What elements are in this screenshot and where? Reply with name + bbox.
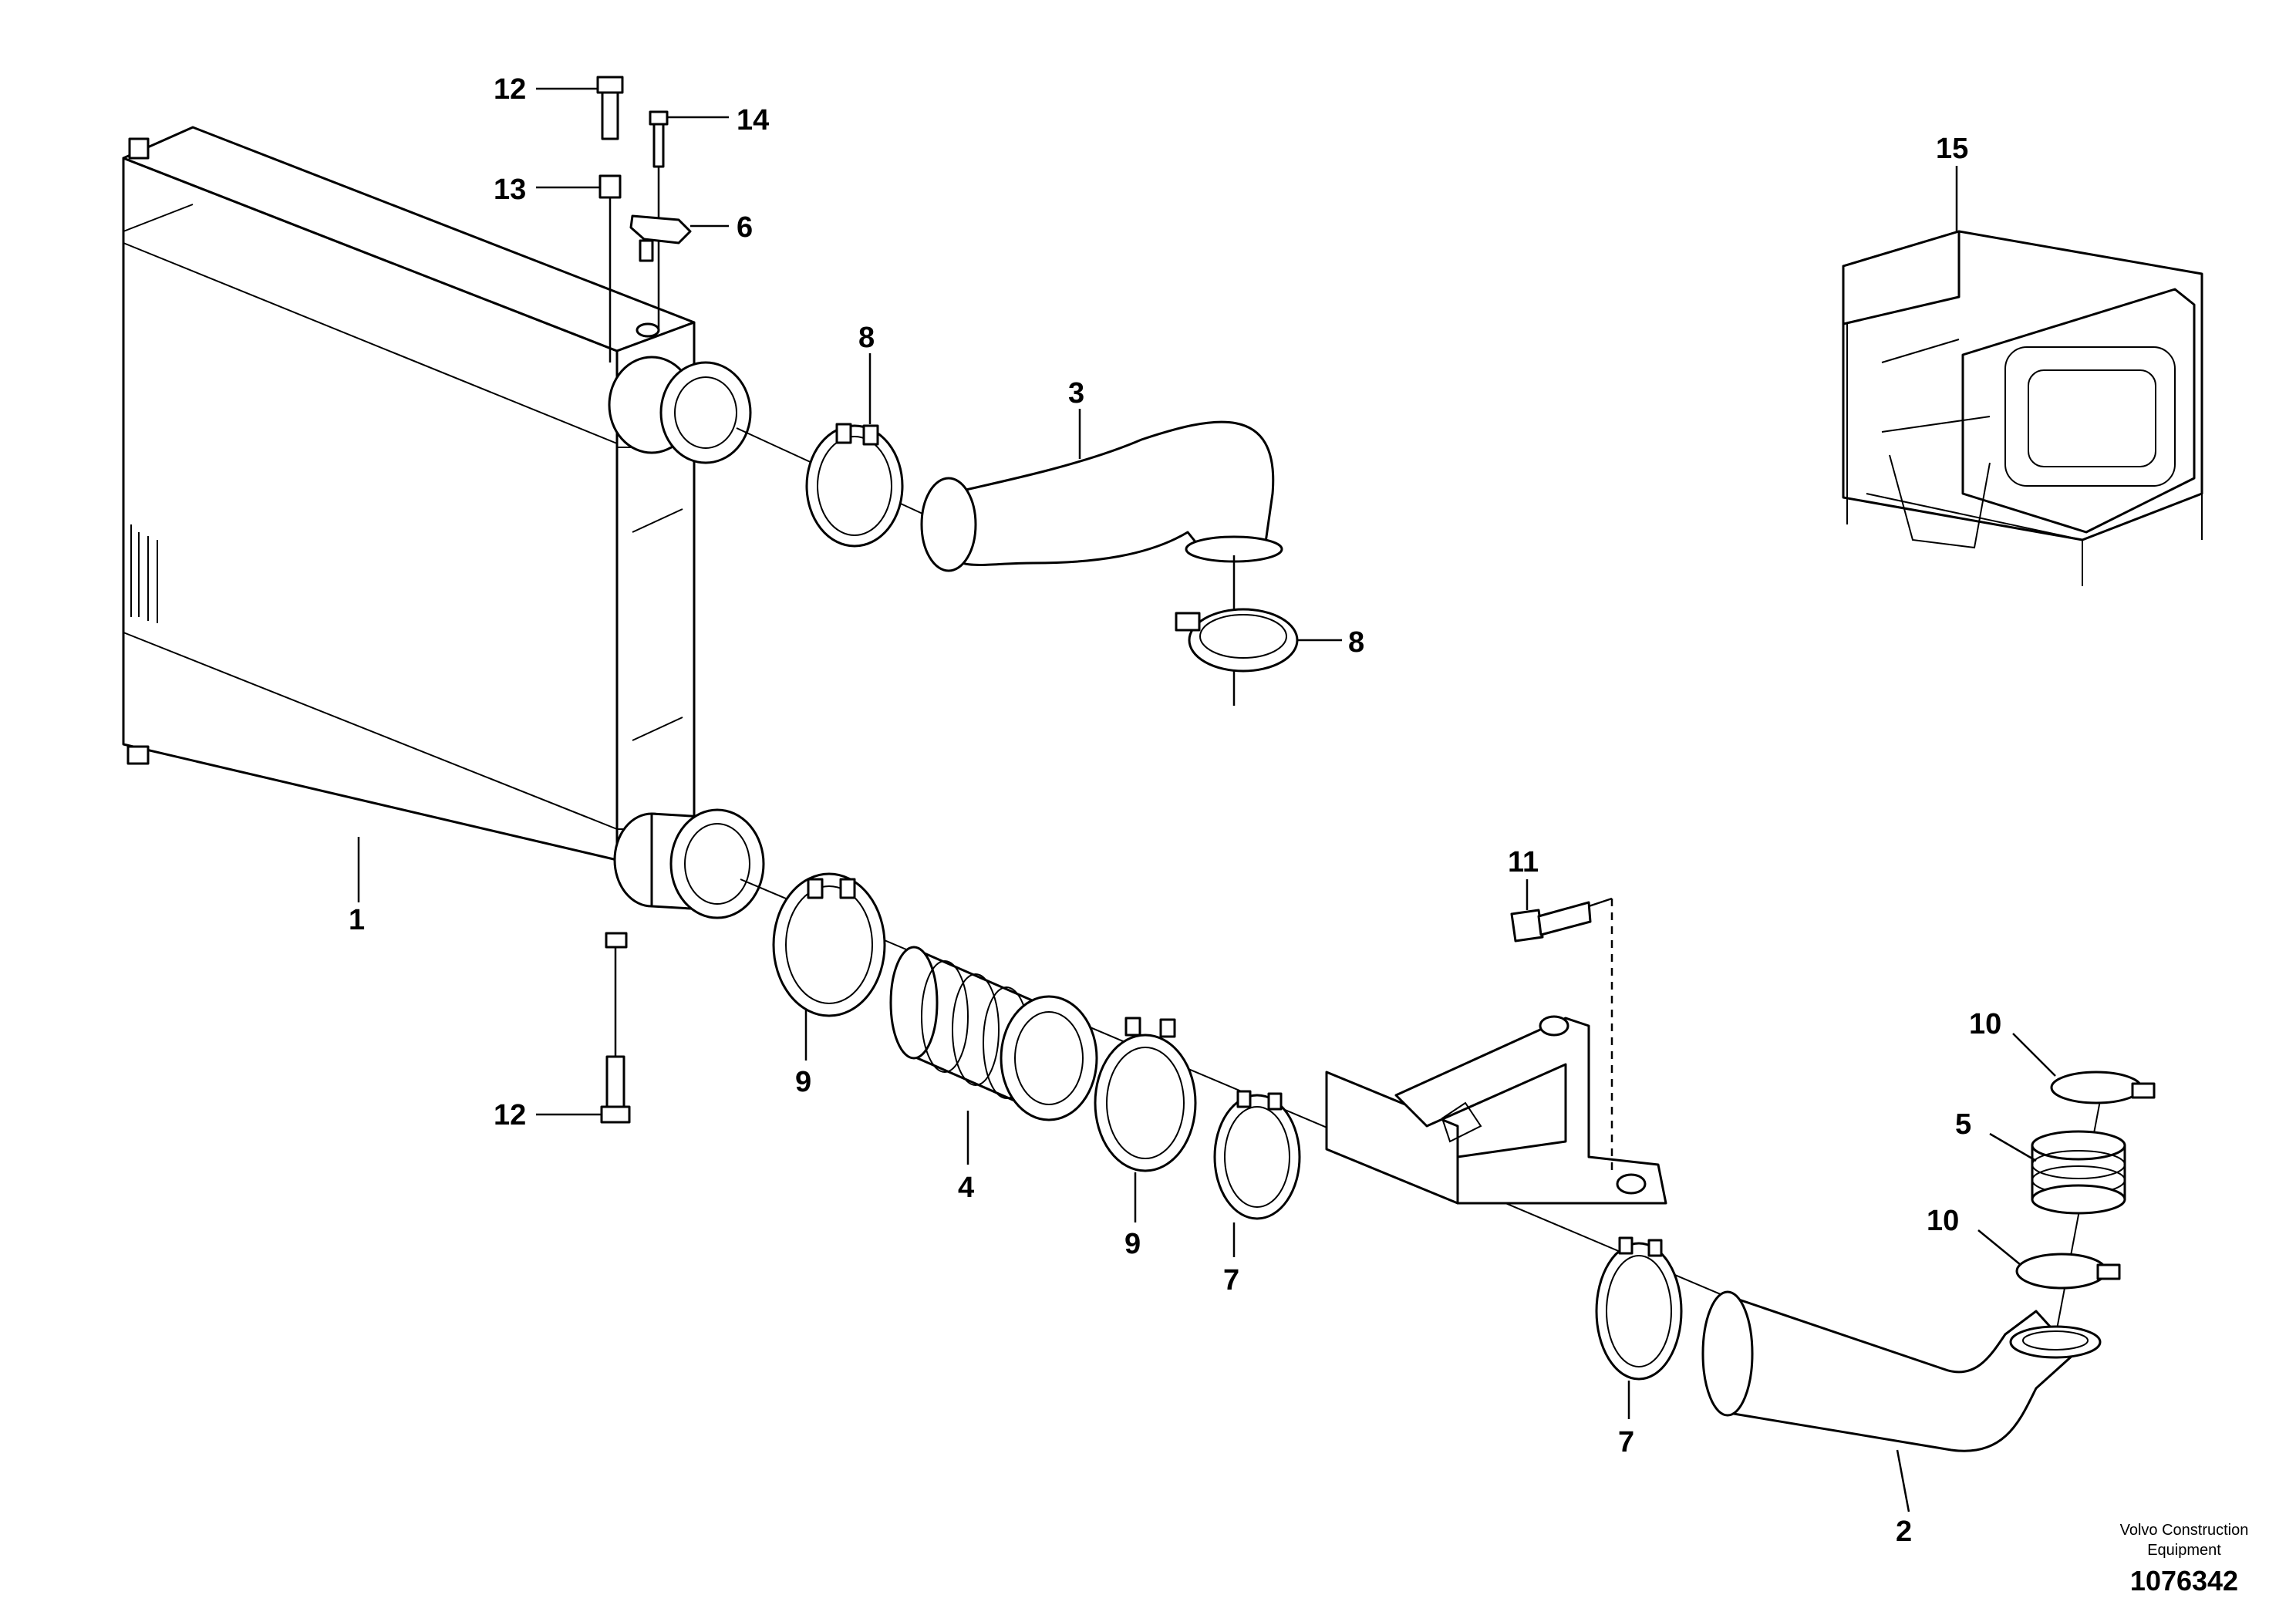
hose-clamp-8-lower [1175, 555, 1299, 706]
pipe-bracket [1325, 1015, 1667, 1205]
pressure-sensor-6 [629, 214, 692, 262]
leader-lines [357, 87, 2056, 1512]
callout-5: 5 [1955, 1108, 1971, 1141]
callout-12-lower: 12 [494, 1099, 526, 1131]
hose-clamp-10-upper [2050, 1071, 2156, 1104]
callout-8-lower: 8 [1348, 626, 1364, 659]
callout-numbers: 1 2 3 4 5 6 7 7 8 8 9 9 10 10 11 12 12 1… [349, 73, 2001, 1548]
callout-10-lower: 10 [1927, 1205, 1959, 1237]
bellows-hose-4 [889, 946, 1098, 1121]
sleeve-13 [598, 174, 622, 363]
mounting-frame-15 [1842, 230, 2203, 586]
callout-13: 13 [494, 174, 526, 206]
callout-6: 6 [737, 211, 753, 244]
callout-15: 15 [1936, 133, 1968, 165]
charge-air-hose-3 [920, 420, 1283, 572]
callout-14: 14 [737, 104, 769, 137]
bolt-11 [1510, 897, 1613, 1172]
callout-7-left: 7 [1223, 1264, 1239, 1297]
hose-clamp-10-lower [2015, 1253, 2121, 1290]
callout-9-right: 9 [1124, 1228, 1141, 1260]
hose-clamp-9-left [772, 872, 886, 1017]
callout-1: 1 [349, 904, 365, 936]
charge-air-cooler [122, 126, 765, 949]
rubber-sleeve-5 [2031, 1130, 2126, 1215]
document-number: 1076342 [2130, 1565, 2238, 1597]
callout-9-left: 9 [795, 1066, 811, 1098]
callout-10-upper: 10 [1969, 1008, 2001, 1040]
charge-air-pipe-2 [1701, 1290, 2102, 1452]
title-block: Volvo Construction Equipment 1076342 [2120, 1522, 2249, 1597]
hose-clamp-7-right [1595, 1236, 1683, 1381]
hose-clamp-7-left [1213, 1090, 1301, 1220]
callout-3: 3 [1068, 377, 1084, 410]
bolt-12-upper [596, 76, 624, 140]
callout-2: 2 [1896, 1516, 1912, 1548]
callout-11: 11 [1508, 846, 1539, 878]
hose-clamp-8-upper [805, 423, 904, 548]
callout-7-right: 7 [1618, 1426, 1634, 1458]
callout-4: 4 [958, 1172, 974, 1204]
hose-clamp-9-right [1094, 1017, 1197, 1172]
callout-8-upper: 8 [858, 322, 875, 354]
callout-12-upper: 12 [494, 73, 526, 106]
axis-right [2051, 1071, 2106, 1358]
brand-line-2: Equipment [2147, 1542, 2221, 1559]
screw-14 [636, 110, 669, 338]
bolt-12-lower [600, 947, 631, 1124]
brand-line-1: Volvo Construction [2120, 1522, 2249, 1539]
